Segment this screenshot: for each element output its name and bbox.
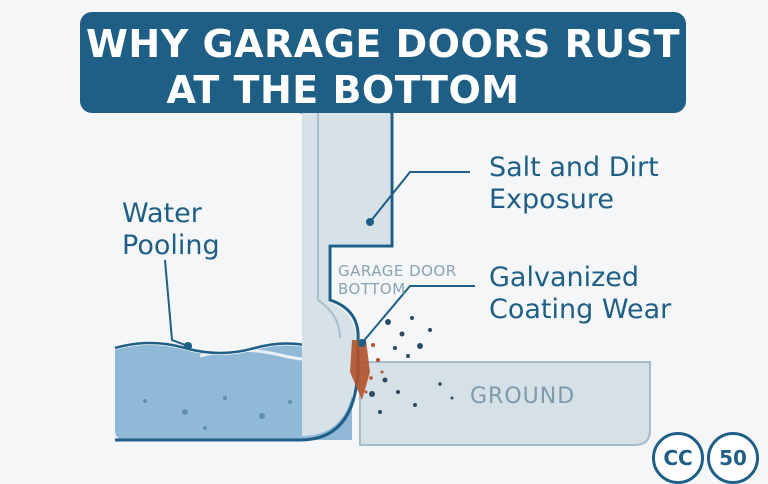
label-galvanized-line-2: Coating Wear bbox=[489, 294, 672, 325]
label-ground: GROUND bbox=[470, 384, 576, 409]
ground-slab bbox=[359, 361, 651, 446]
rust-specks bbox=[364, 343, 384, 394]
label-water-pooling: Water Pooling bbox=[122, 198, 220, 262]
title-banner: WHY GARAGE DOORS RUST AT THE BOTTOM bbox=[80, 12, 686, 113]
door-panel-inner-edge bbox=[317, 113, 341, 339]
callout-salt bbox=[366, 171, 470, 226]
door-panel-fill bbox=[302, 113, 390, 436]
label-salt-dirt-line-2: Exposure bbox=[489, 184, 614, 215]
label-door-bottom-line-2: BOTTOM bbox=[338, 280, 406, 298]
cc-badge: CC bbox=[652, 432, 704, 484]
label-galvanized-line-1: Galvanized bbox=[489, 262, 640, 293]
label-salt-dirt: Salt and Dirt Exposure bbox=[489, 152, 659, 216]
number-badge: 50 bbox=[707, 432, 759, 484]
water-outline bbox=[114, 341, 352, 355]
label-door-bottom-line-1: GARAGE DOOR bbox=[338, 262, 457, 280]
dirt-particles bbox=[369, 316, 454, 414]
label-water-pooling-line-1: Water bbox=[122, 198, 202, 229]
label-door-bottom: GARAGE DOOR BOTTOM bbox=[338, 262, 457, 298]
rust-patch bbox=[350, 340, 370, 400]
label-salt-dirt-line-1: Salt and Dirt bbox=[489, 152, 659, 183]
water-pool bbox=[115, 345, 352, 440]
label-galvanized: Galvanized Coating Wear bbox=[489, 262, 671, 326]
callout-water bbox=[164, 259, 192, 350]
label-water-pooling-line-2: Pooling bbox=[122, 230, 220, 261]
title-line-1: WHY GARAGE DOORS RUST bbox=[85, 22, 681, 66]
callout-galvanized bbox=[358, 285, 475, 347]
diagram-scene bbox=[114, 110, 651, 446]
title-line-2: AT THE BOTTOM bbox=[166, 68, 520, 112]
